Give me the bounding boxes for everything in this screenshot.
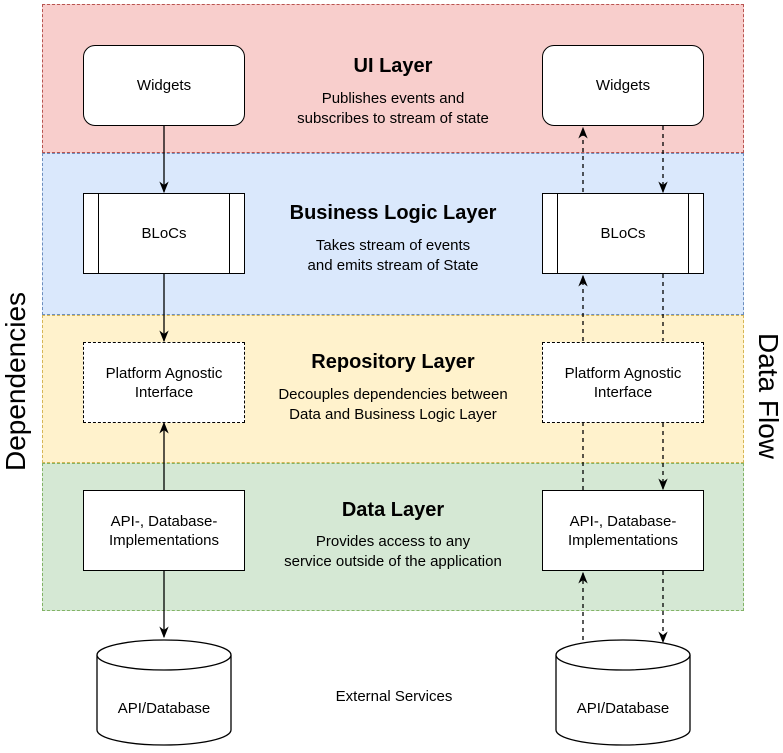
implementations-node-right: API-, Database- Implementations bbox=[542, 490, 704, 571]
interface-node-right: Platform Agnostic Interface bbox=[542, 342, 704, 423]
ui-layer-title: UI Layer bbox=[353, 55, 433, 77]
blocs-node-right: BLoCs bbox=[542, 193, 704, 274]
interface-node-left: Platform Agnostic Interface bbox=[83, 342, 245, 423]
ui-layer-description: Publishes events and subscribes to strea… bbox=[297, 90, 489, 127]
blocs-node-left: BLoCs bbox=[83, 193, 245, 274]
implementations-node-left: API-, Database- Implementations bbox=[83, 490, 245, 571]
database-label-left: API/Database bbox=[117, 700, 211, 717]
widgets-node-left: Widgets bbox=[83, 45, 245, 126]
data-flow-label: Data Flow bbox=[753, 332, 783, 460]
database-label-right: API/Database bbox=[576, 700, 670, 717]
database-cylinder-right bbox=[555, 639, 691, 746]
dependencies-label: Dependencies bbox=[0, 291, 31, 471]
business-logic-layer-title: Business Logic Layer bbox=[289, 202, 497, 224]
data-layer-title: Data Layer bbox=[341, 499, 445, 521]
widgets-node-right: Widgets bbox=[542, 45, 704, 126]
repository-layer-title: Repository Layer bbox=[311, 351, 475, 373]
external-services-label: External Services bbox=[335, 688, 453, 705]
business-logic-layer-description: Takes stream of events and emits stream … bbox=[307, 237, 479, 274]
repository-layer-description: Decouples dependencies between Data and … bbox=[278, 386, 508, 423]
data-layer-description: Provides access to any service outside o… bbox=[284, 533, 502, 570]
database-cylinder-left bbox=[96, 639, 232, 746]
